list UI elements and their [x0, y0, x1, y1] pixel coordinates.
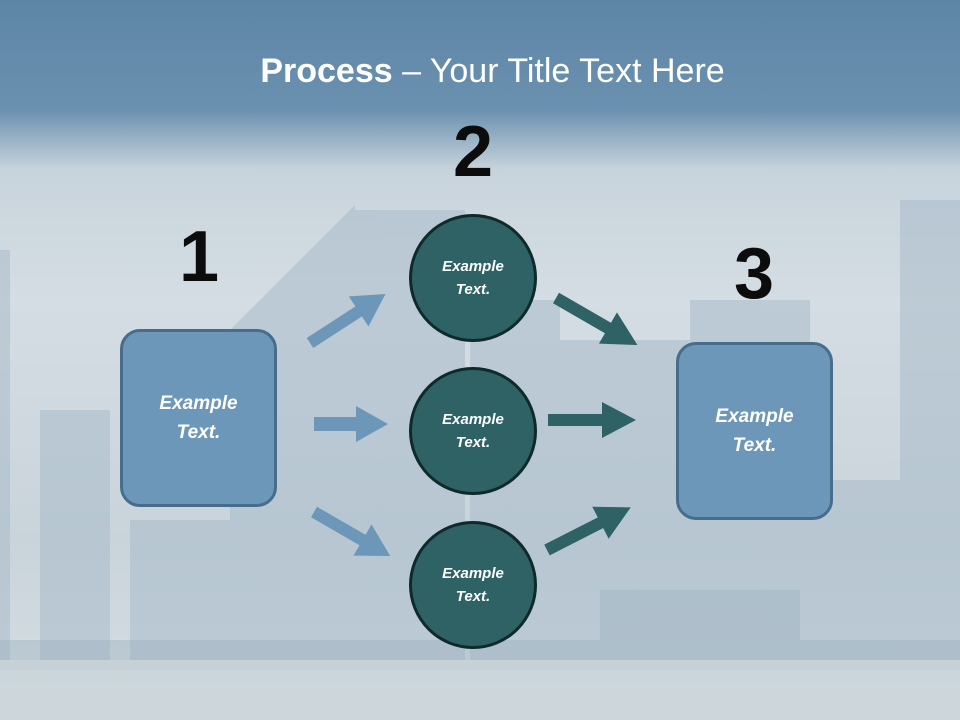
circle-top-line1: Example [442, 258, 504, 275]
slide-title: Process – Your Title Text Here [0, 52, 960, 91]
circle-top-line2: Text. [455, 281, 491, 298]
circle-bottom-line2: Text. [455, 588, 491, 605]
title-rest: – Your Title Text Here [392, 52, 725, 90]
circle-middle: Example Text. [409, 367, 537, 495]
left-box-line1: Example [159, 393, 238, 414]
left-box-line2: Text. [176, 422, 221, 443]
step-number-2: 2 [452, 112, 494, 192]
right-box-line2: Text. [732, 435, 777, 456]
circle-bottom: Example Text. [409, 521, 537, 649]
step-number-1: 1 [178, 217, 220, 297]
circle-bottom-line1: Example [442, 565, 504, 582]
circle-top: Example Text. [409, 214, 537, 342]
left-box: Example Text. [120, 329, 277, 507]
circle-middle-line2: Text. [455, 434, 491, 451]
right-box: Example Text. [676, 342, 833, 520]
circle-middle-line1: Example [442, 411, 504, 428]
right-box-line1: Example [715, 406, 794, 427]
step-number-3: 3 [733, 234, 775, 314]
title-bold: Process [260, 52, 393, 90]
